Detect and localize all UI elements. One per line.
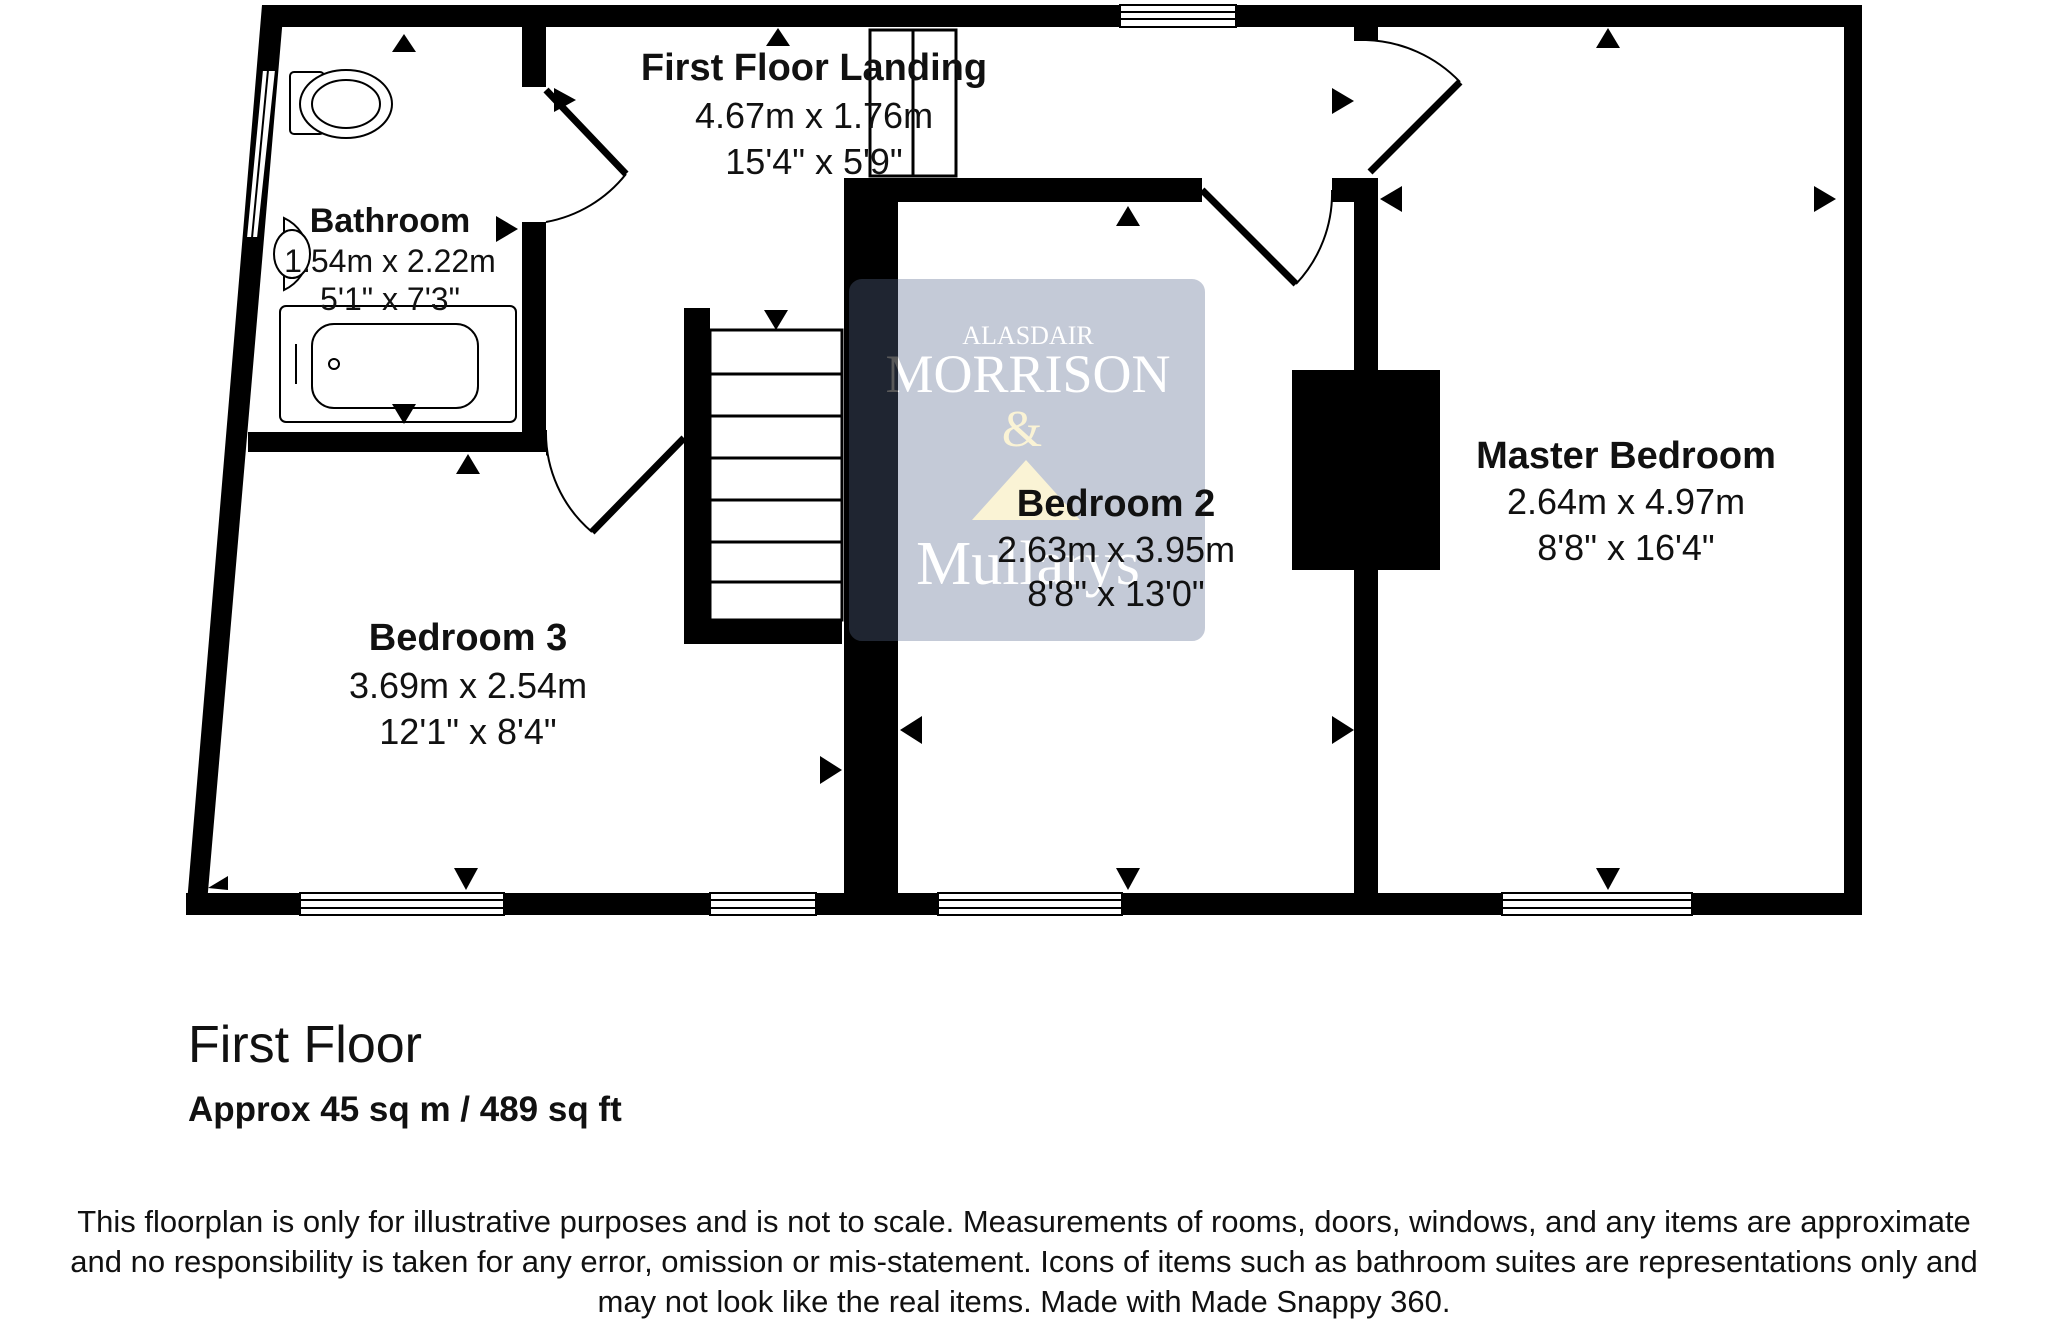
staircase <box>708 328 844 622</box>
arrow-left-icon <box>208 876 228 890</box>
watermark-line3: & <box>1002 401 1042 458</box>
master-name: Master Bedroom <box>1476 435 1776 477</box>
watermark-roof-icon <box>972 460 1080 520</box>
arrow-down-icon <box>1116 868 1140 890</box>
disclaimer-line2: and no responsibility is taken for any e… <box>70 1244 1978 1279</box>
bedroom2-metric: 2.63m x 3.95m <box>997 529 1235 570</box>
room-labels: First Floor Landing 4.67m x 1.76m 15'4" … <box>284 47 1776 752</box>
arrow-right-icon <box>554 88 576 112</box>
arrow-up-icon <box>1116 206 1140 226</box>
disclaimer: This floorplan is only for illustrative … <box>0 1202 2048 1322</box>
window-bottom-bed2 <box>937 892 1123 916</box>
bedroom3-imperial: 12'1" x 8'4" <box>379 711 556 752</box>
bedroom2-name: Bedroom 2 <box>1017 483 1215 525</box>
arrow-right-icon <box>496 216 518 242</box>
floor-area: Approx 45 sq m / 489 sq ft <box>188 1090 622 1129</box>
toilet-icon <box>289 69 393 139</box>
arrow-down-icon <box>764 310 788 330</box>
master-imperial: 8'8" x 16'4" <box>1537 527 1714 568</box>
bathroom-name: Bathroom <box>310 202 471 240</box>
bedroom3-metric: 3.69m x 2.54m <box>349 665 587 706</box>
disclaimer-line1: This floorplan is only for illustrative … <box>77 1204 1971 1239</box>
arrow-right-icon <box>1332 716 1354 744</box>
landing-imperial: 15'4" x 5'9" <box>725 141 902 182</box>
window-bathroom-side <box>244 69 278 239</box>
disclaimer-line3: may not look like the real items. Made w… <box>597 1284 1451 1319</box>
landing-name: First Floor Landing <box>641 47 987 89</box>
window-bottom-bed3-right <box>709 892 817 916</box>
arrow-down-icon <box>1596 868 1620 890</box>
bathroom-imperial: 5'1" x 7'3" <box>320 281 460 317</box>
window-bottom-master <box>1501 892 1693 916</box>
watermark-line4: Mullarys <box>916 530 1140 598</box>
agent-watermark: ALASDAIR MORRISON & Mullarys <box>849 279 1205 641</box>
arrow-right-icon <box>1332 88 1354 114</box>
arrow-up-icon <box>1596 28 1620 48</box>
sink-icon <box>273 216 311 292</box>
landing-metric: 4.67m x 1.76m <box>695 95 933 136</box>
arrow-up-icon <box>456 454 480 474</box>
arrow-left-icon <box>1380 186 1402 212</box>
arrow-left-icon <box>900 716 922 744</box>
arrow-up-icon <box>766 28 790 46</box>
measurement-markers <box>208 28 1836 890</box>
bedroom2-imperial: 8'8" x 13'0" <box>1027 573 1204 614</box>
windows <box>244 4 1693 916</box>
interior-walls <box>248 27 1440 915</box>
bedroom3-name: Bedroom 3 <box>369 617 567 659</box>
bath-icon <box>279 305 517 423</box>
door-master <box>1365 39 1463 175</box>
window-bottom-bed3-left <box>299 892 505 916</box>
window-top-landing <box>1119 4 1237 28</box>
bathroom-metric: 1.54m x 2.22m <box>284 243 496 279</box>
bathroom-fixtures <box>273 69 517 423</box>
arrow-down-icon <box>392 404 416 424</box>
watermark-line2: MORRISON <box>885 344 1170 404</box>
door-bedroom2 <box>1199 187 1334 287</box>
cupboard <box>868 28 958 178</box>
arrow-right-icon <box>820 756 842 784</box>
door-bedroom3 <box>544 429 687 535</box>
arrow-down-icon <box>454 868 478 890</box>
floor-title: First Floor <box>188 1016 422 1074</box>
arrow-right-icon <box>1814 186 1836 212</box>
watermark-line1: ALASDAIR <box>962 321 1094 350</box>
master-metric: 2.64m x 4.97m <box>1507 481 1745 522</box>
arrow-up-icon <box>392 34 416 52</box>
